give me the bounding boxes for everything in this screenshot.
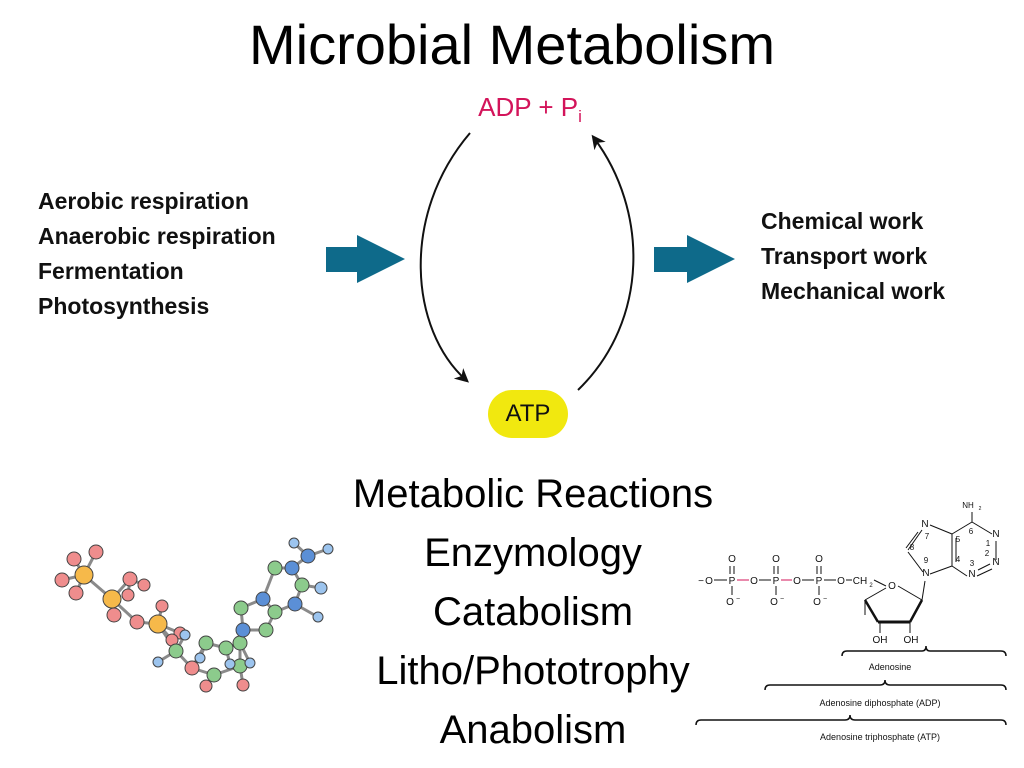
adp-bracket-label: Adenosine diphosphate (ADP) — [819, 698, 940, 708]
atp-bracket-label: Adenosine triphosphate (ATP) — [820, 732, 940, 742]
charge-label: − — [736, 596, 740, 603]
atom-label: O — [888, 581, 896, 592]
list-item: Metabolic Reactions — [352, 472, 714, 516]
input-arrow — [326, 235, 405, 283]
svg-text:8: 8 — [910, 543, 915, 552]
atp-structure-diagram: − O P O P O P O O O O O O O − − − CH 2 O… — [695, 501, 1007, 742]
adp-label: ADP + Pi — [478, 92, 582, 126]
atom-label: O — [772, 554, 780, 565]
atom-label: O — [837, 576, 845, 587]
svg-text:6: 6 — [969, 527, 974, 536]
list-item: Chemical work — [761, 208, 924, 234]
atom-label: N — [968, 569, 975, 580]
atom-label: N — [992, 557, 999, 568]
svg-text:9: 9 — [924, 556, 929, 565]
list-item: Aerobic respiration — [38, 188, 249, 214]
atom-label: N — [922, 568, 929, 579]
group-label: OH — [873, 635, 888, 646]
atom-label: P — [816, 576, 823, 587]
work-types-list: Chemical work Transport work Mechanical … — [761, 204, 945, 309]
atom-label: O — [793, 576, 801, 587]
charge-label: − — [823, 596, 827, 603]
output-arrow — [654, 235, 735, 283]
list-item: Mechanical work — [761, 278, 946, 304]
atom-label: O — [813, 597, 821, 608]
svg-text:2: 2 — [985, 549, 990, 558]
list-item: Anaerobic respiration — [38, 223, 276, 249]
atom-label: O — [750, 576, 758, 587]
charge-label: − — [780, 596, 784, 603]
list-item: Catabolism — [432, 590, 634, 634]
topics-list: Metabolic Reactions Enzymology Catabolis… — [300, 465, 766, 760]
up-arrow — [577, 134, 635, 391]
atom-label: N — [992, 529, 999, 540]
svg-text:3: 3 — [970, 559, 975, 568]
list-item: Transport work — [761, 243, 928, 269]
svg-text:5: 5 — [956, 535, 961, 544]
energy-sources-list: Aerobic respiration Anaerobic respiratio… — [38, 184, 276, 324]
svg-text:7: 7 — [925, 532, 930, 541]
group-label: NH — [962, 501, 974, 510]
svg-text:4: 4 — [956, 555, 961, 564]
list-item: Litho/Phototrophy — [376, 649, 690, 693]
list-item: Photosynthesis — [38, 293, 210, 319]
group-label: 2 — [869, 583, 873, 589]
atom-label: O — [726, 597, 734, 608]
atom-label: O — [815, 554, 823, 565]
atom-label: O — [770, 597, 778, 608]
page-title: Microbial Metabolism — [249, 13, 775, 76]
atp-badge: ATP — [488, 390, 568, 438]
adenosine-bracket-label: Adenosine — [869, 662, 912, 672]
down-arrow — [419, 132, 471, 383]
atom-label: O — [728, 554, 736, 565]
list-item: Anabolism — [439, 708, 627, 752]
list-item: Enzymology — [424, 531, 642, 575]
atom-label: P — [729, 576, 736, 587]
atp-molecule-model — [54, 537, 334, 693]
atom-label: P — [773, 576, 780, 587]
group-label: CH — [853, 576, 867, 587]
atom-label: N — [921, 519, 928, 530]
atom-label: O — [705, 576, 713, 587]
group-label: OH — [904, 635, 919, 646]
svg-text:1: 1 — [986, 539, 991, 548]
list-item: Fermentation — [38, 258, 184, 284]
group-label: 2 — [979, 506, 982, 512]
charge-label: − — [698, 576, 704, 587]
